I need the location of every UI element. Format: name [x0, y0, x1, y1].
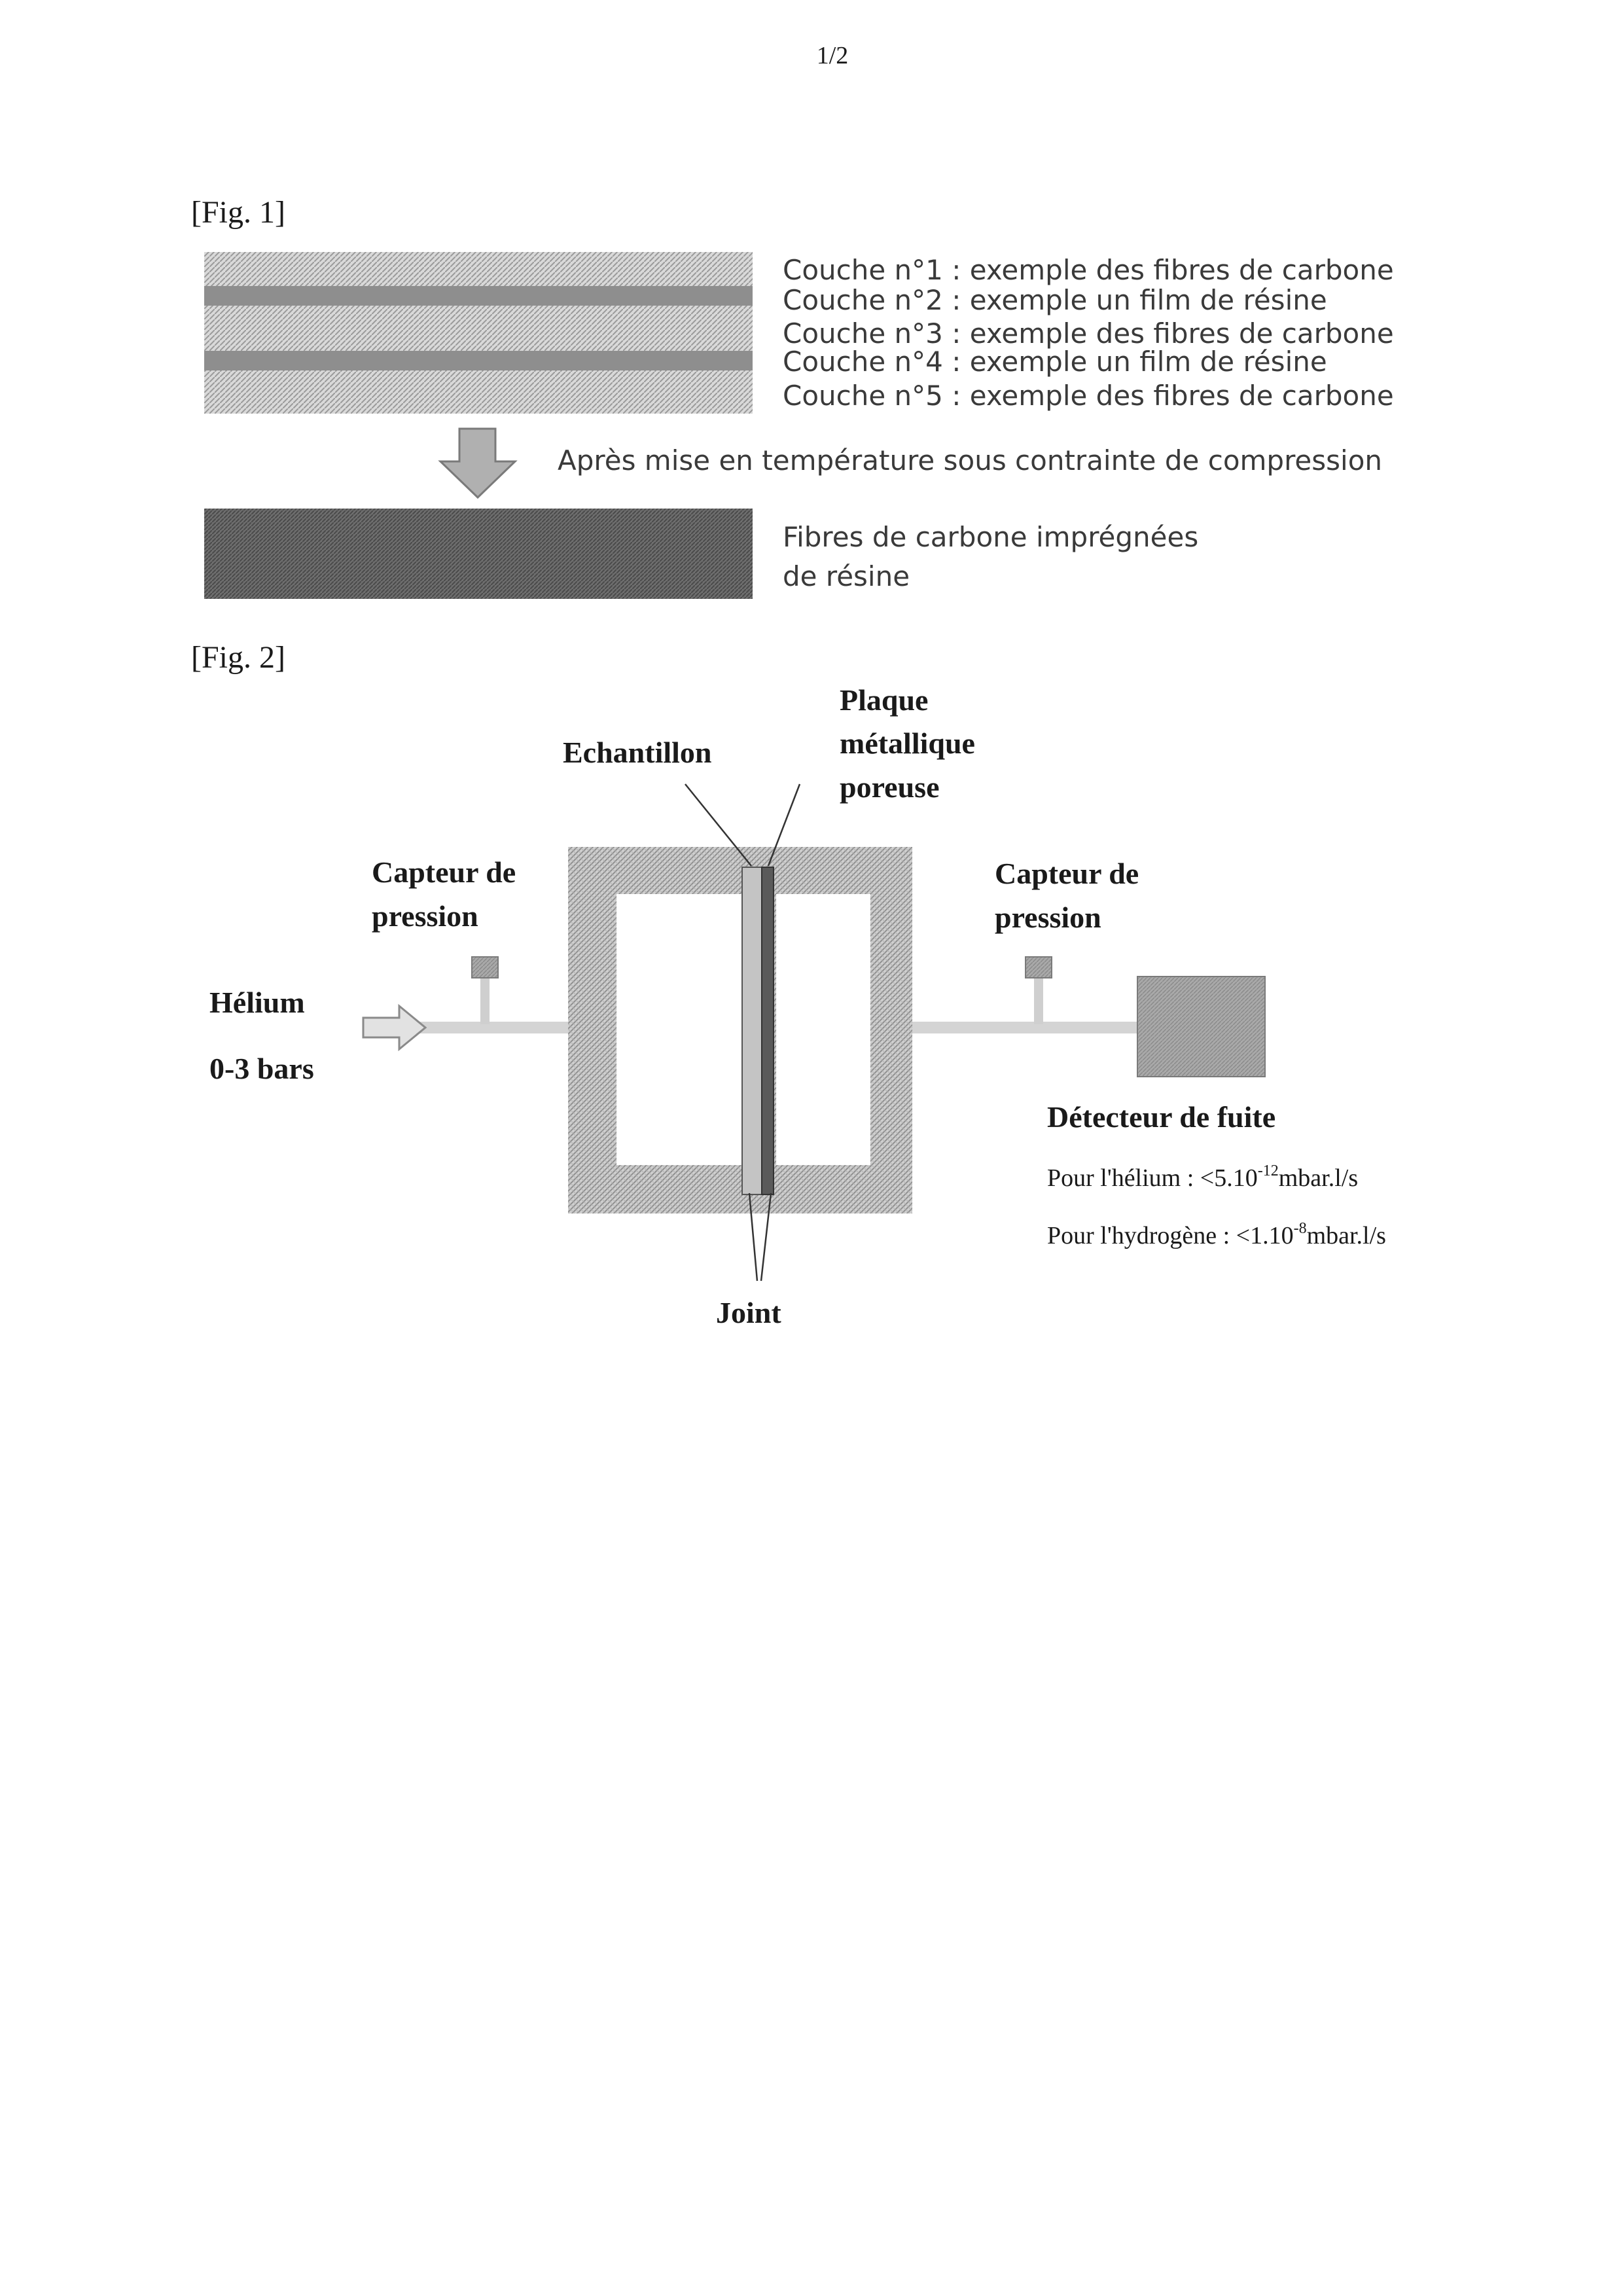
gas-label: Hélium — [209, 986, 305, 1019]
layer-stack — [204, 252, 753, 414]
leak-detector — [1137, 977, 1265, 1077]
fig2-label: [Fig. 2] — [191, 640, 285, 675]
sample — [742, 867, 762, 1194]
right-sensor-label-line1: Capteur de — [995, 857, 1139, 890]
page-number: 1/2 — [817, 42, 849, 69]
left-sensor-label-line1: Capteur de — [372, 855, 516, 889]
inlet-pipe — [419, 1022, 569, 1033]
plate-label-line1: Plaque — [840, 683, 928, 717]
right-pressure-sensor — [1026, 957, 1052, 978]
outlet-pipe — [910, 1022, 1139, 1033]
upstream-chamber — [616, 894, 742, 1165]
layer-1-label: Couche n°1 : exemple des fibres de carbo… — [783, 254, 1394, 286]
right-sensor-stem — [1034, 975, 1043, 1024]
downstream-chamber — [776, 894, 870, 1165]
right-sensor-label-line2: pression — [995, 901, 1101, 934]
process-label: Après mise en température sous contraint… — [558, 444, 1382, 476]
layer-5-label: Couche n°5 : exemple des fibres de carbo… — [783, 380, 1394, 412]
layer-2-label: Couche n°2 : exemple un film de résine — [783, 284, 1327, 316]
layer-1-carbon-fibre — [204, 252, 753, 286]
left-pressure-sensor — [472, 957, 498, 978]
result-label-line2: de résine — [783, 560, 910, 592]
layer-3-carbon-fibre — [204, 306, 753, 351]
layer-legend: Couche n°1 : exemple des fibres de carbo… — [783, 254, 1394, 412]
result-label-line1: Fibres de carbone imprégnées — [783, 521, 1198, 553]
left-sensor-stem — [480, 975, 490, 1024]
plate-label-line3: poreuse — [840, 770, 940, 804]
layer-2-resin-film — [204, 286, 753, 306]
pressure-range-label: 0-3 bars — [209, 1052, 314, 1085]
hydrogen-leak-rate: Pour l'hydrogène : <1.10-8mbar.l/s — [1047, 1220, 1386, 1249]
sample-label: Echantillon — [563, 736, 712, 769]
layer-5-carbon-fibre — [204, 370, 753, 414]
joint-label: Joint — [716, 1296, 781, 1329]
fig1-label: [Fig. 1] — [191, 195, 285, 230]
porous-metal-plate — [762, 867, 774, 1194]
leak-detector-title: Détecteur de fuite — [1047, 1100, 1275, 1134]
plate-label-line2: métallique — [840, 726, 975, 760]
impregnated-composite — [204, 509, 753, 599]
helium-inlet-arrow-icon — [363, 1006, 425, 1049]
layer-4-label: Couche n°4 : exemple un film de résine — [783, 346, 1327, 378]
process-arrow-icon — [440, 429, 515, 497]
layer-3-label: Couche n°3 : exemple des fibres de carbo… — [783, 317, 1394, 350]
layer-4-resin-film — [204, 351, 753, 370]
left-sensor-label-line2: pression — [372, 899, 478, 933]
helium-leak-rate: Pour l'hélium : <5.10-12mbar.l/s — [1047, 1162, 1358, 1192]
